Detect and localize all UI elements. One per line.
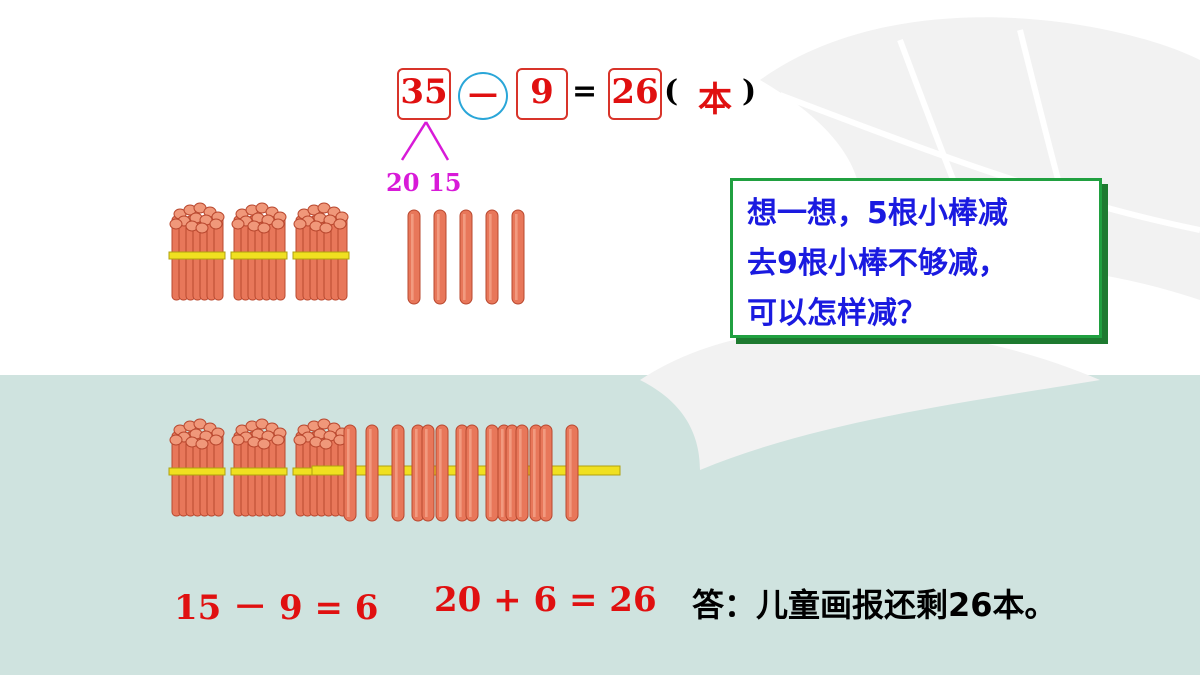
top-loose-stick-3 [459,209,473,305]
subtrahend-value: 9 [530,72,554,112]
operator-symbol: — [468,76,498,111]
hint-line-3: 可以怎样减？ [747,296,927,331]
calc-step-2: 20 + 6 = 26 [434,580,657,620]
subtrahend-box: 9 [516,68,568,120]
bottom-bundle-1 [168,418,226,517]
bottom-bundle-2 [230,418,288,517]
top-bundle-2 [230,202,288,301]
top-loose-stick-2 [433,209,447,305]
bottom-loose-stick-1 [343,424,357,522]
split-right-value: 15 [428,168,462,197]
minuend-value: 35 [400,72,448,112]
hint-line-1: 想一想，5根小棒减 [747,196,1008,231]
top-bundle-3 [292,202,350,301]
bottom-loose-stick-14 [539,424,553,522]
bottom-loose-stick-12 [515,424,529,522]
bottom-loose-stick-3 [391,424,405,522]
answer-text: 答：儿童画报还剩26本。 [692,586,1057,624]
bottom-loose-stick-9 [485,424,499,522]
bottom-loose-stick-6 [435,424,449,522]
bottom-loose-stick-15 [565,424,579,522]
bottom-loose-stick-2 [365,424,379,522]
bottom-loose-stick-7 [455,424,469,522]
top-loose-stick-4 [485,209,499,305]
top-loose-stick-1 [407,209,421,305]
minuend-box: 35 [397,68,451,120]
open-paren: ( [664,74,679,109]
hint-box: 想一想，5根小棒减 去9根小棒不够减， 可以怎样减？ [730,178,1102,338]
bottom-loose-stick-5 [421,424,435,522]
split-left-value: 20 [386,168,420,197]
bottom-loose-stick-13 [529,424,543,522]
result-value: 26 [611,72,659,112]
hint-line-2: 去9根小棒不够减， [747,246,1008,281]
operator-circle: — [458,72,508,120]
bottom-loose-stick-8 [465,424,479,522]
top-loose-stick-5 [511,209,525,305]
equals-sign: = [572,74,598,109]
result-box: 26 [608,68,662,120]
unit-label: 本 [698,80,732,120]
close-paren: ) [742,74,757,109]
calc-step-1: 15 － 9 = 6 [174,588,379,628]
top-bundle-1 [168,202,226,301]
